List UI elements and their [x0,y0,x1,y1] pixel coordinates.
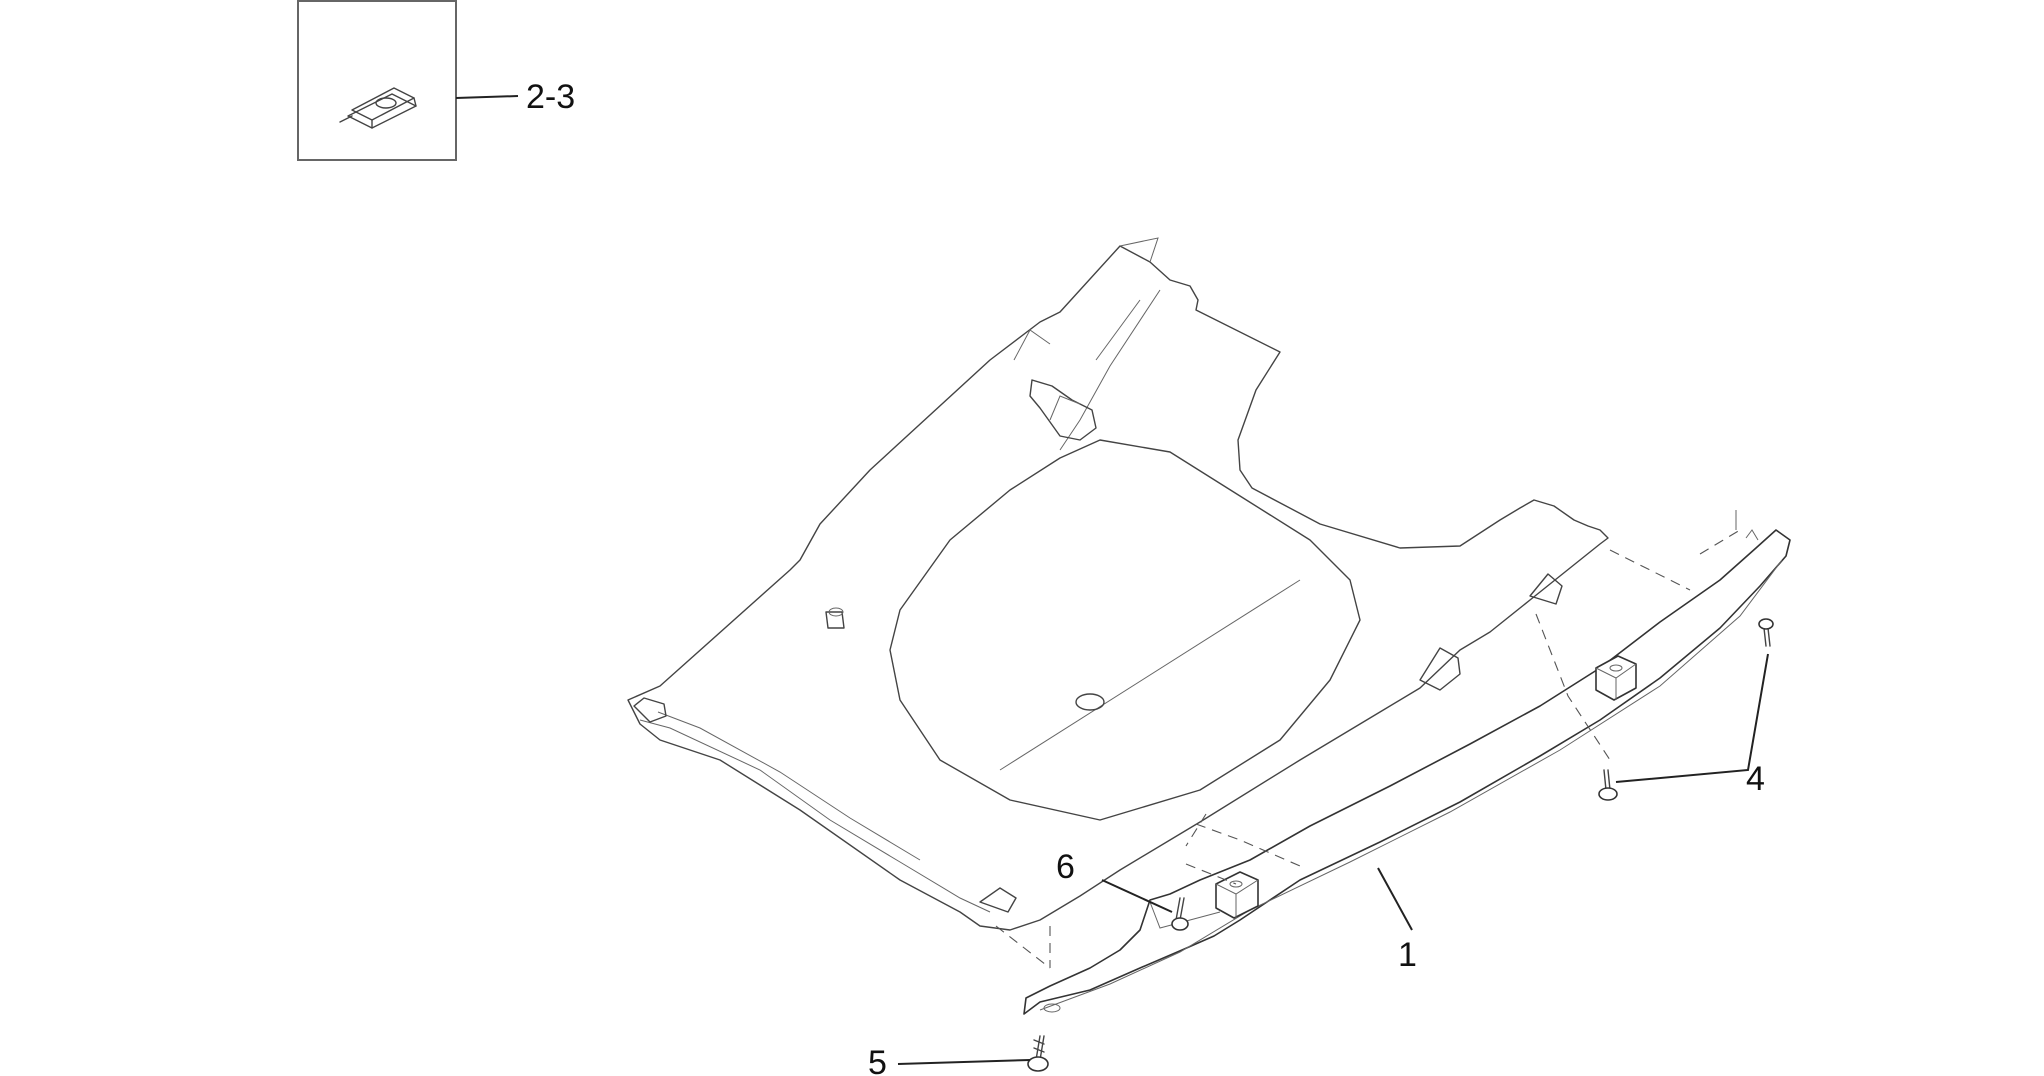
fastener-screw-4b [1758,618,1774,647]
undertray-panel [627,237,1609,931]
callout-1: 1 [1398,936,1417,974]
leader-2-3 [455,95,519,99]
callout-2-3: 2-3 [526,78,575,116]
fastener-screw-4a [1598,769,1618,801]
callout-6: 6 [1056,848,1075,886]
inset-frame [297,0,457,161]
clip-nut-icon [339,87,417,129]
leader-1 [1377,867,1413,931]
callout-5: 5 [868,1044,887,1076]
leader-4 [1615,653,1769,783]
fastener-screw-5 [1027,1035,1049,1072]
alignment-lines [995,529,1741,969]
callout-4: 4 [1746,760,1765,798]
clip-detail-inset [297,0,519,161]
fastener-screw-6 [1171,897,1189,931]
side-skirt-trim [1023,510,1791,1015]
leader-6 [1101,879,1173,913]
leader-5 [897,1059,1031,1065]
